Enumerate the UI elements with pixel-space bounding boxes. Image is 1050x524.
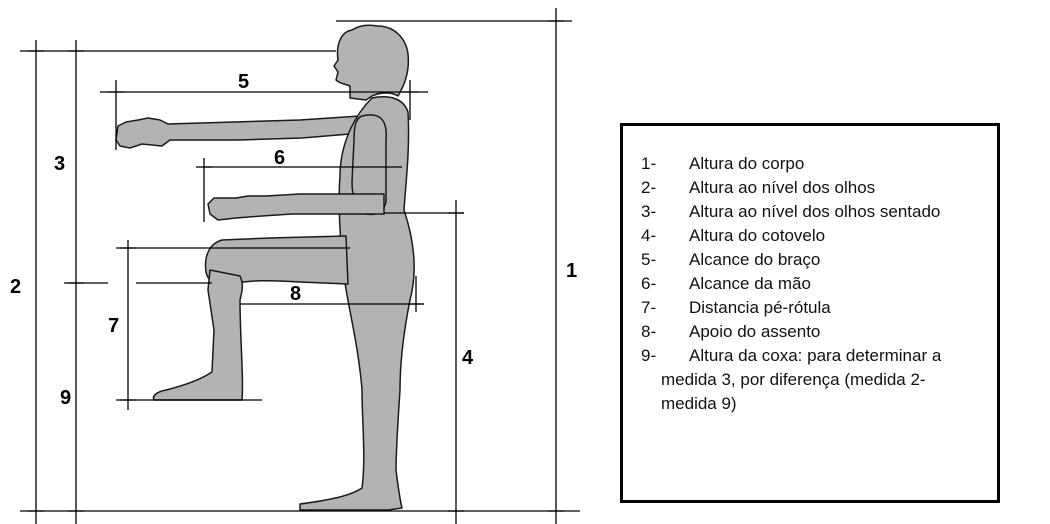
legend-item-3: 3- Altura ao nível dos olhos sentado: [641, 200, 977, 224]
legend-number: 4-: [641, 226, 657, 245]
legend-number: 6-: [641, 274, 657, 293]
legend-text-continuation: medida 9): [661, 394, 737, 413]
legend-item-2: 2- Altura ao nível dos olhos: [641, 176, 977, 200]
legend-number: 2-: [641, 178, 657, 197]
legend-text: Apoio do assento: [689, 322, 821, 341]
legend-item-4: 4- Altura do cotovelo: [641, 224, 977, 248]
figure-lower-arm: [207, 193, 385, 221]
legend-list: 1- Altura do corpo 2- Altura ao nível dos …: [623, 126, 997, 416]
tick-marks: [28, 20, 564, 512]
legend-text: Distancia pé-rótula: [689, 298, 831, 317]
label-6: 6: [274, 147, 285, 169]
legend-text: Altura do corpo: [689, 154, 805, 173]
label-2: 2: [10, 276, 21, 298]
legend-item-7: 7- Distancia pé-rótula: [641, 296, 977, 320]
legend-number: 3-: [641, 202, 657, 221]
figure-head: [333, 24, 410, 101]
legend-text: Altura ao nível dos olhos sentado: [689, 202, 941, 221]
legend-item-1: 1- Altura do corpo: [641, 152, 977, 176]
legend-number: 5-: [641, 250, 657, 269]
legend-text: Altura da coxa: para determinar a: [689, 346, 942, 365]
figure-raised-arm: [115, 115, 361, 149]
label-9: 9: [60, 387, 71, 409]
label-5: 5: [238, 71, 249, 93]
anthropometric-diagram: 1 2 3 4 5 6 7 8 9: [10, 8, 580, 524]
legend-text: Alcance da mão: [689, 274, 811, 293]
legend-number: 7-: [641, 298, 657, 317]
human-figure: [115, 24, 415, 511]
figure-shin-foot: [152, 269, 244, 401]
label-7: 7: [108, 315, 119, 337]
legend-text-continuation: medida 3, por diferença (medida 2-: [661, 370, 926, 389]
legend-item-5: 5- Alcance do braço: [641, 248, 977, 272]
legend-item-8: 8- Apoio do assento: [641, 320, 977, 344]
label-8: 8: [290, 283, 301, 305]
legend-text: Altura ao nível dos olhos: [689, 178, 876, 197]
label-3: 3: [54, 153, 65, 175]
legend-number: 9-: [641, 346, 657, 365]
dimension-labels: 1 2 3 4 5 6 7 8 9: [10, 71, 577, 409]
label-1: 1: [566, 260, 577, 282]
legend-box: 1- Altura do corpo 2- Altura ao nível dos …: [620, 123, 1000, 503]
legend-text: Altura do cotovelo: [689, 226, 826, 245]
label-4: 4: [462, 347, 474, 369]
legend-number: 8-: [641, 322, 657, 341]
legend-item-9: 9- Altura da coxa: para determinar a medid…: [641, 344, 977, 416]
legend-text: Alcance do braço: [689, 250, 821, 269]
legend-number: 1-: [641, 154, 657, 173]
legend-item-6: 6- Alcance da mão: [641, 272, 977, 296]
